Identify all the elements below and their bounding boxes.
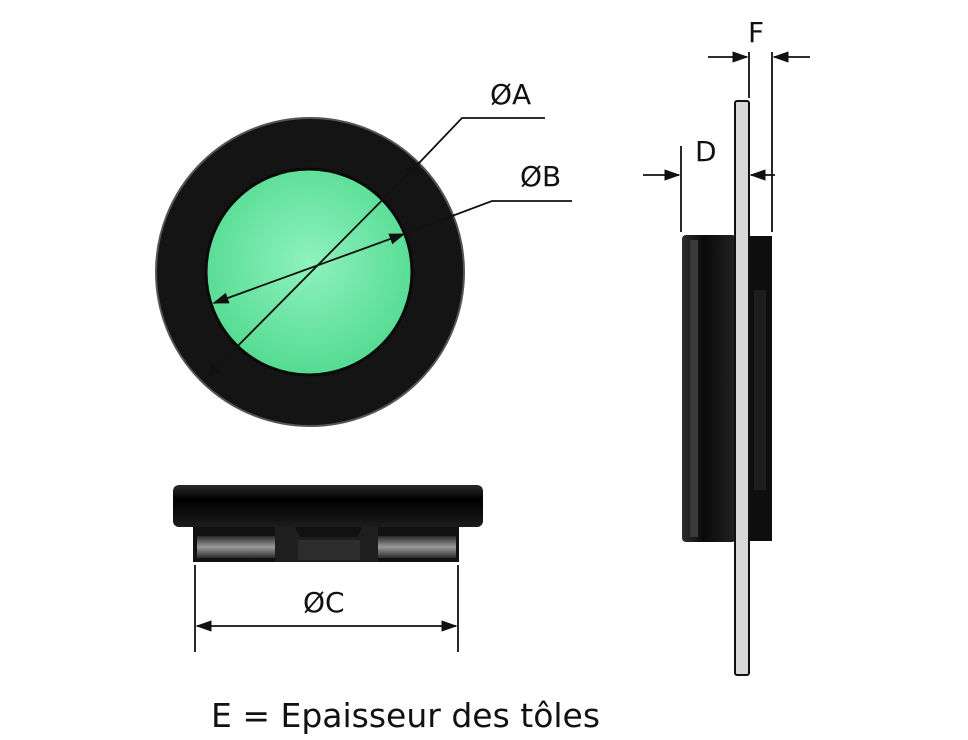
dimension-d (643, 146, 775, 232)
dim-c-label: ØC (303, 586, 345, 619)
thread-left (197, 536, 275, 558)
flange (173, 485, 483, 527)
dimension-b (212, 200, 572, 304)
dim-f-label: F (748, 16, 764, 49)
caption: E = Epaisseur des tôles (211, 696, 600, 735)
side-view-bottom (173, 485, 483, 562)
dim-a-label: ØA (490, 78, 531, 111)
sheet-plate (734, 100, 750, 676)
dimension-c (194, 565, 459, 652)
side-view-right (682, 100, 772, 676)
dimension-f (708, 51, 810, 232)
lens-window (204, 167, 414, 377)
thread-right (378, 536, 456, 558)
dim-b-label: ØB (520, 160, 561, 193)
dim-d-label: D (695, 135, 717, 168)
